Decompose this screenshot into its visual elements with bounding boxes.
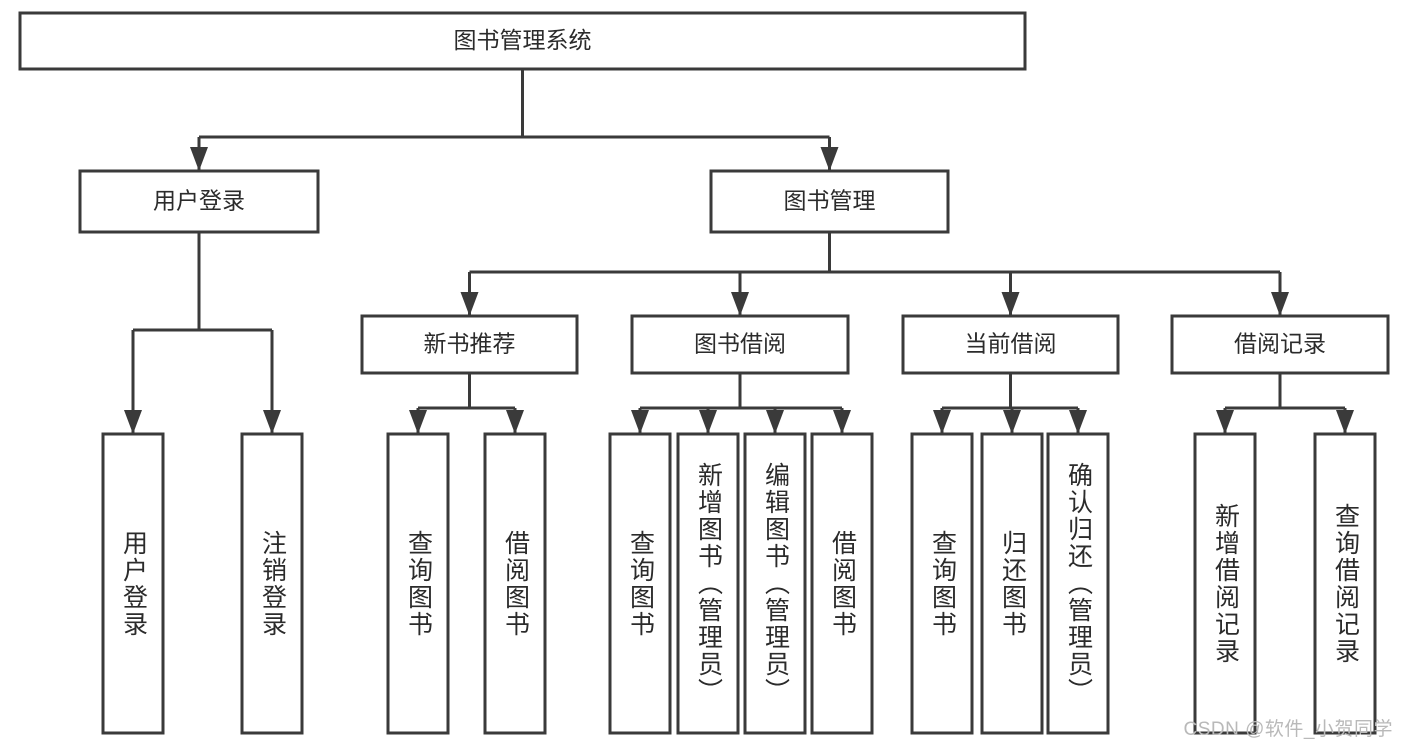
root-node-box[interactable] <box>18 11 1027 71</box>
arrow-head-icon <box>933 410 951 434</box>
node-新书推荐-label: 新书推荐 <box>424 331 516 357</box>
node-借阅记录-label: 借阅记录 <box>1234 331 1326 357</box>
leaf-node-box[interactable] <box>483 432 547 735</box>
node-用户登录-box[interactable] <box>78 169 320 234</box>
watermark-text: CSDN @软件_小贺同学 <box>1183 719 1393 740</box>
node-图书借阅-label: 图书借阅 <box>694 331 786 357</box>
arrow-head-icon <box>833 410 851 434</box>
arrow-head-icon <box>409 410 427 434</box>
leaf-node-box[interactable] <box>608 432 672 735</box>
arrow-head-icon <box>1216 410 1234 434</box>
arrow-head-icon <box>263 410 281 434</box>
leaf-node-box[interactable] <box>743 432 807 735</box>
arrow-head-icon <box>460 292 479 316</box>
root-node-label: 图书管理系统 <box>454 27 592 53</box>
node-图书管理-box[interactable] <box>709 169 950 234</box>
leaf-node-box[interactable] <box>676 432 740 735</box>
leaf-node-box[interactable] <box>1046 432 1110 735</box>
node-当前借阅-label: 当前借阅 <box>965 331 1057 357</box>
leaf-node-box[interactable] <box>240 432 304 735</box>
leaf-node-box[interactable] <box>1193 432 1257 735</box>
leaf-node-box[interactable] <box>386 432 450 735</box>
node-借阅记录-box[interactable] <box>1170 314 1390 375</box>
arrow-head-icon <box>731 292 749 316</box>
arrow-head-icon <box>699 410 717 434</box>
leaf-node-box[interactable] <box>910 432 974 735</box>
arrow-head-icon <box>1336 410 1354 434</box>
node-当前借阅-box[interactable] <box>901 314 1120 375</box>
connector-lines <box>124 69 1354 434</box>
node-用户登录-label: 用户登录 <box>153 188 245 214</box>
node-新书推荐-box[interactable] <box>360 314 579 375</box>
leaf-node-box[interactable] <box>810 432 874 735</box>
node-boxes <box>18 11 1390 735</box>
arrow-head-icon <box>820 147 839 171</box>
arrow-head-icon <box>766 410 784 434</box>
leaf-node-box[interactable] <box>980 432 1044 735</box>
node-图书管理-label: 图书管理 <box>784 188 876 214</box>
arrow-head-icon <box>631 410 649 434</box>
arrow-head-icon <box>1271 292 1289 316</box>
arrow-head-icon <box>506 410 524 434</box>
arrow-head-icon <box>1069 410 1087 434</box>
arrow-head-icon <box>190 147 208 171</box>
leaf-node-box[interactable] <box>101 432 165 735</box>
leaf-node-box[interactable] <box>1313 432 1377 735</box>
arrow-head-icon <box>1003 410 1021 434</box>
arrow-head-icon <box>124 410 142 434</box>
node-图书借阅-box[interactable] <box>630 314 850 375</box>
arrow-head-icon <box>1001 292 1020 316</box>
